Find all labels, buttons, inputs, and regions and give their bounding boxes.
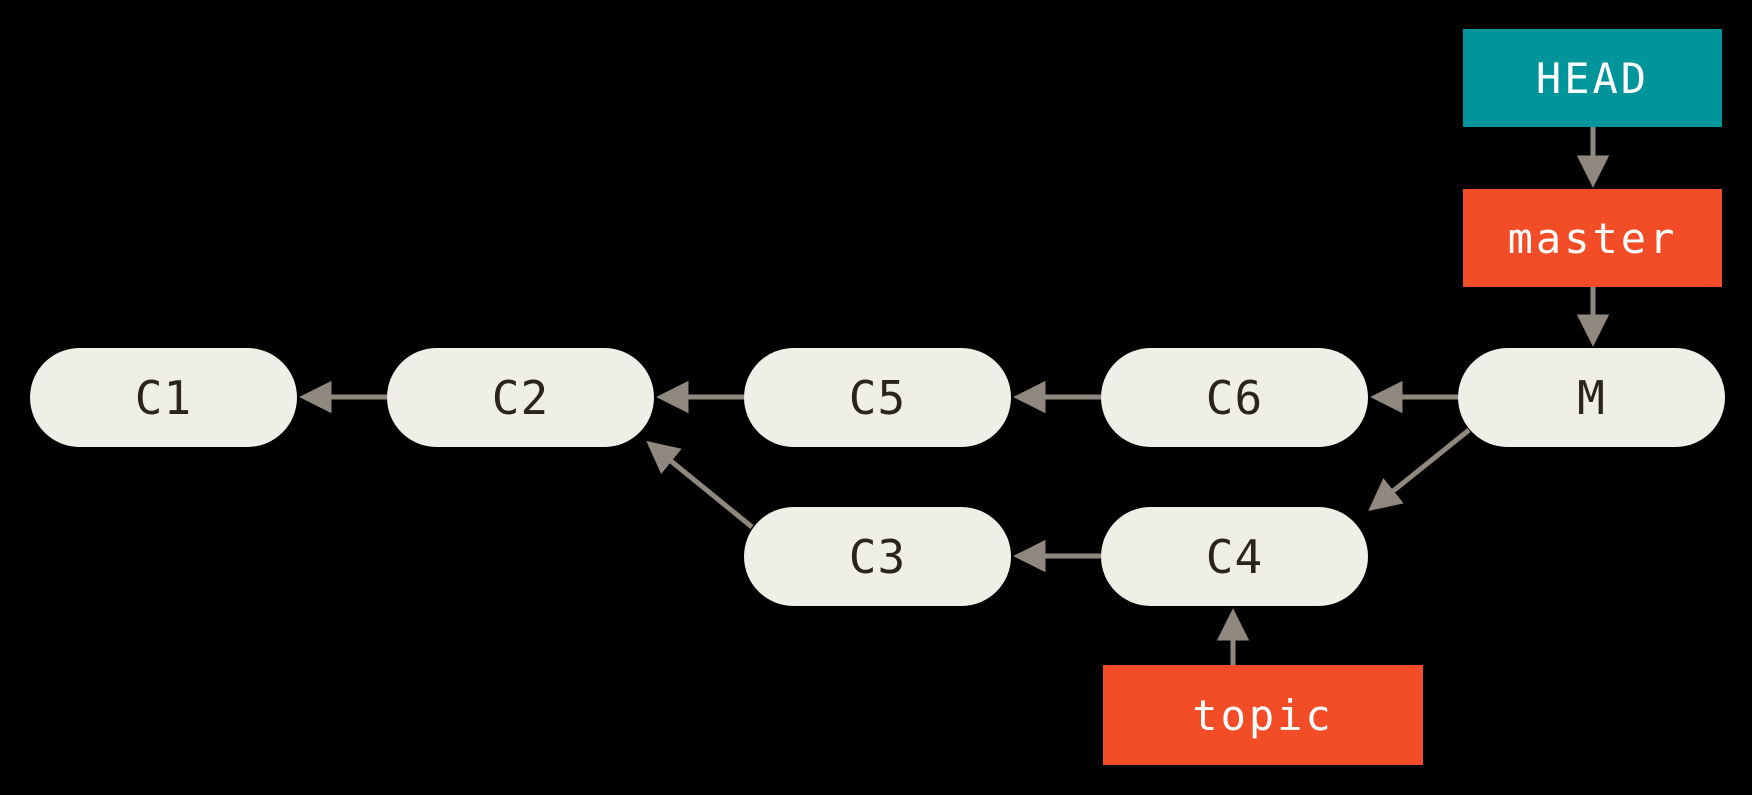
commit-node-c4: C4: [1101, 507, 1368, 606]
commit-node-c2: C2: [387, 348, 654, 447]
edge-m-to-c4: [1368, 428, 1471, 512]
commit-node-c6: C6: [1101, 348, 1368, 447]
commit-node-merge: M: [1458, 348, 1725, 447]
head-pointer-box: HEAD: [1463, 29, 1722, 127]
edge-c3-to-c2: [646, 440, 754, 529]
commit-node-c1: C1: [30, 348, 297, 447]
commit-node-c5: C5: [744, 348, 1011, 447]
topic-branch-box: topic: [1103, 665, 1423, 765]
master-branch-box: master: [1463, 189, 1722, 287]
commit-node-c3: C3: [744, 507, 1011, 606]
